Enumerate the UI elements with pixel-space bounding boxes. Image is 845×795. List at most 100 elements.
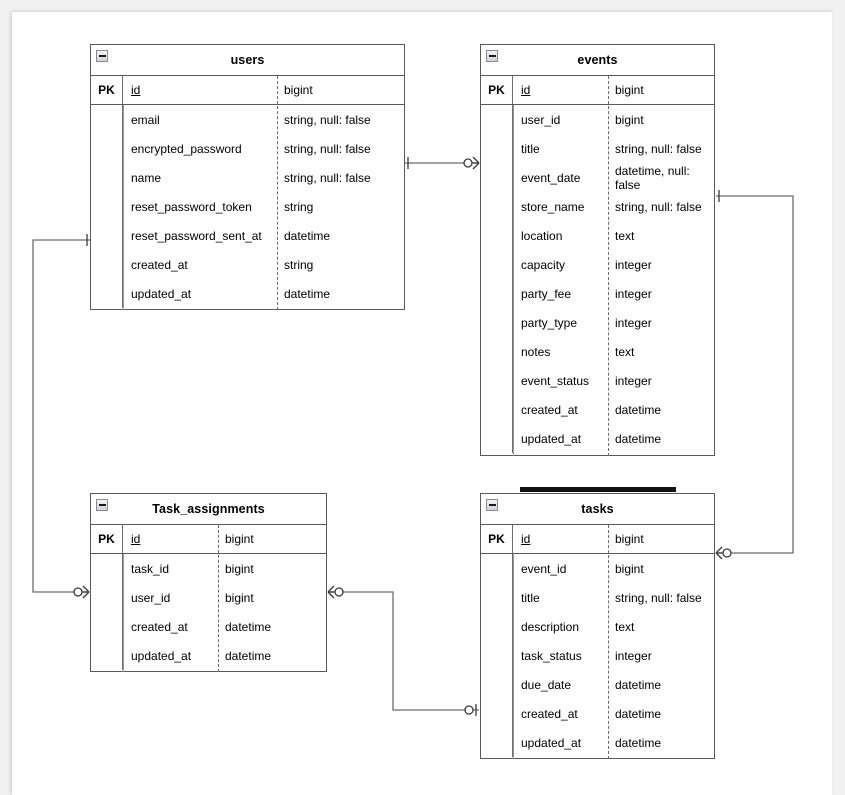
column-name: created_at	[513, 395, 608, 424]
column-name: created_at	[513, 699, 608, 728]
column-name: updated_at	[123, 641, 218, 670]
column-name: event_id	[513, 554, 608, 583]
column-name: title	[513, 583, 608, 612]
column-key-flag	[91, 612, 123, 641]
column-name-text: name	[131, 170, 162, 185]
column-type: datetime	[284, 228, 331, 243]
column-key-flag	[91, 105, 123, 134]
column-name: due_date	[513, 670, 608, 699]
column-type: datetime	[225, 619, 272, 634]
column-key-flag: PK	[481, 525, 513, 553]
entity-title: users	[230, 53, 265, 67]
column-name: title	[513, 134, 608, 163]
column-name: created_at	[123, 250, 277, 279]
column-type: string, null: false	[284, 141, 371, 156]
column-key-flag	[481, 192, 513, 221]
column-name: id	[123, 525, 218, 553]
table-row[interactable]: reset_password_token string	[91, 192, 404, 221]
column-name-text: title	[521, 141, 540, 156]
column-type: datetime	[615, 431, 662, 446]
column-key-flag	[481, 250, 513, 279]
entity-header: tasks	[481, 494, 714, 525]
table-row[interactable]: title string, null: false	[481, 134, 714, 163]
column-key-flag	[481, 221, 513, 250]
column-key-flag	[91, 583, 123, 612]
entity-title: tasks	[581, 502, 614, 516]
collapse-minus-icon[interactable]	[96, 499, 108, 511]
collapse-minus-icon[interactable]	[486, 499, 498, 511]
column-type: text	[615, 228, 635, 243]
entity-header: Task_assignments	[91, 494, 326, 525]
key-column-rule	[513, 105, 514, 456]
column-name-text: event_status	[521, 373, 590, 388]
column-type: integer	[615, 286, 652, 301]
column-name-text: task_id	[131, 561, 170, 576]
column-key-flag	[91, 221, 123, 250]
entity-title: events	[577, 53, 618, 67]
column-name-text: id	[521, 532, 531, 546]
table-row[interactable]: event_status integer	[481, 366, 714, 395]
column-key-flag	[481, 395, 513, 424]
collapse-minus-icon[interactable]	[96, 50, 108, 62]
column-name-text: party_fee	[521, 286, 572, 301]
column-name: party_fee	[513, 279, 608, 308]
entity-header: events	[481, 45, 714, 76]
column-key-flag	[481, 728, 513, 757]
table-row[interactable]: encrypted_password string, null: false	[91, 134, 404, 163]
column-name: updated_at	[123, 279, 277, 308]
table-row[interactable]: created_at datetime	[481, 395, 714, 424]
column-type: datetime	[615, 402, 662, 417]
table-row[interactable]: party_fee integer	[481, 279, 714, 308]
collapse-minus-icon[interactable]	[486, 50, 498, 62]
column-name: description	[513, 612, 608, 641]
column-name: reset_password_token	[123, 192, 277, 221]
column-name-text: encrypted_password	[131, 141, 242, 156]
column-type: bigint	[615, 112, 644, 127]
column-type: string, null: false	[615, 199, 702, 214]
column-name-text: due_date	[521, 677, 572, 692]
column-type: string	[284, 199, 314, 214]
column-key-flag	[481, 366, 513, 395]
column-type: integer	[615, 373, 652, 388]
column-type: string, null: false	[615, 141, 702, 156]
column-name: name	[123, 163, 277, 192]
column-type: string, null: false	[284, 112, 371, 127]
column-key-flag	[91, 163, 123, 192]
column-name-text: task_status	[521, 648, 582, 663]
column-key-flag	[91, 279, 123, 308]
